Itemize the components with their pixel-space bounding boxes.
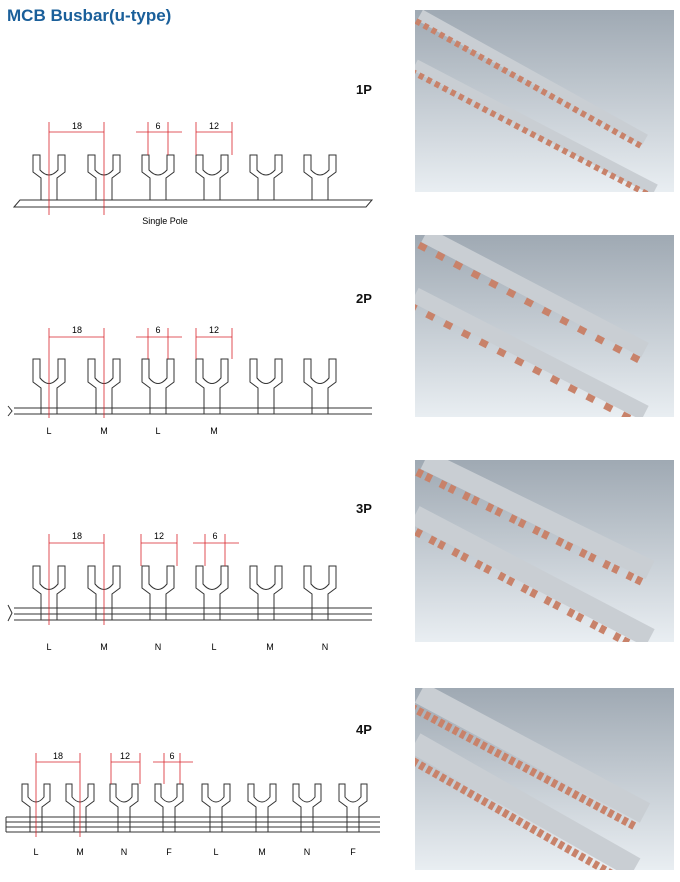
phase-label: N xyxy=(322,642,329,652)
dimension-1p-b: 6 xyxy=(155,121,160,131)
dimension-lines-2p xyxy=(48,328,233,418)
pole-label-1p: 1P xyxy=(356,82,372,97)
dimension-4p-b: 12 xyxy=(120,751,130,761)
section-3p: 3P 18 12 6 L M N L xyxy=(0,500,680,665)
dimension-1p-c: 12 xyxy=(209,121,219,131)
pole-label-2p: 2P xyxy=(356,291,372,306)
section-1p: 1P 18 6 12 Single Pole xyxy=(0,60,680,240)
phase-label: M xyxy=(266,642,274,652)
phase-label: L xyxy=(46,642,51,652)
phase-label: F xyxy=(350,847,356,857)
dimension-lines-1p xyxy=(48,122,233,215)
phase-label: N xyxy=(121,847,128,857)
section-2p: 2P 18 6 12 L M L M xyxy=(0,290,680,450)
phase-label: M xyxy=(100,426,108,436)
dimension-2p-a: 18 xyxy=(72,325,82,335)
phase-label: N xyxy=(304,847,311,857)
busbar-drawing-1p: 18 6 12 Single Pole xyxy=(12,121,374,226)
dimension-1p-a: 18 xyxy=(72,121,82,131)
busbar-photo-2p xyxy=(415,235,674,417)
busbar-photo-1p xyxy=(415,10,674,192)
dimension-4p-a: 18 xyxy=(53,751,63,761)
phase-label: L xyxy=(46,426,51,436)
dimension-lines-4p xyxy=(35,753,193,837)
dimension-lines-3p xyxy=(48,534,239,625)
dimension-3p-c: 6 xyxy=(212,531,217,541)
dimension-3p-a: 18 xyxy=(72,531,82,541)
busbar-drawing-3p: 18 12 6 L M N L M N xyxy=(7,531,372,652)
phase-labels-3p: L M N L M N xyxy=(46,642,328,652)
phase-label: M xyxy=(210,426,218,436)
phase-labels-4p: L M N F L M N F xyxy=(33,847,356,857)
fork-terminals-3p xyxy=(32,565,337,620)
phase-label: M xyxy=(258,847,266,857)
phase-label: L xyxy=(33,847,38,857)
busbar-drawing-4p: 18 12 6 L M N F L M N F xyxy=(5,751,380,857)
dimension-2p-c: 12 xyxy=(209,325,219,335)
dimension-3p-b: 12 xyxy=(154,531,164,541)
phase-label: L xyxy=(211,642,216,652)
phase-label: M xyxy=(100,642,108,652)
caption-single-pole: Single Pole xyxy=(142,216,188,226)
fork-terminals-2p xyxy=(32,358,337,414)
busbar-photo-3p xyxy=(415,460,674,642)
phase-labels-2p: L M L M xyxy=(46,426,217,436)
phase-label: M xyxy=(76,847,84,857)
fork-terminals-4p xyxy=(21,783,368,832)
pole-label-4p: 4P xyxy=(356,722,372,737)
pole-label-3p: 3P xyxy=(356,501,372,516)
section-4p: 4P 18 12 6 L xyxy=(0,715,680,875)
phase-label: F xyxy=(166,847,172,857)
busbar-drawing-2p: 18 6 12 L M L M xyxy=(7,325,372,436)
dimension-4p-c: 6 xyxy=(169,751,174,761)
phase-label: L xyxy=(213,847,218,857)
phase-label: N xyxy=(155,642,162,652)
busbar-photo-4p xyxy=(415,688,674,870)
page-title: MCB Busbar(u-type) xyxy=(7,6,172,25)
busbar-base-1p xyxy=(12,199,374,208)
dimension-2p-b: 6 xyxy=(155,325,160,335)
phase-label: L xyxy=(155,426,160,436)
fork-terminals-1p xyxy=(32,154,337,200)
